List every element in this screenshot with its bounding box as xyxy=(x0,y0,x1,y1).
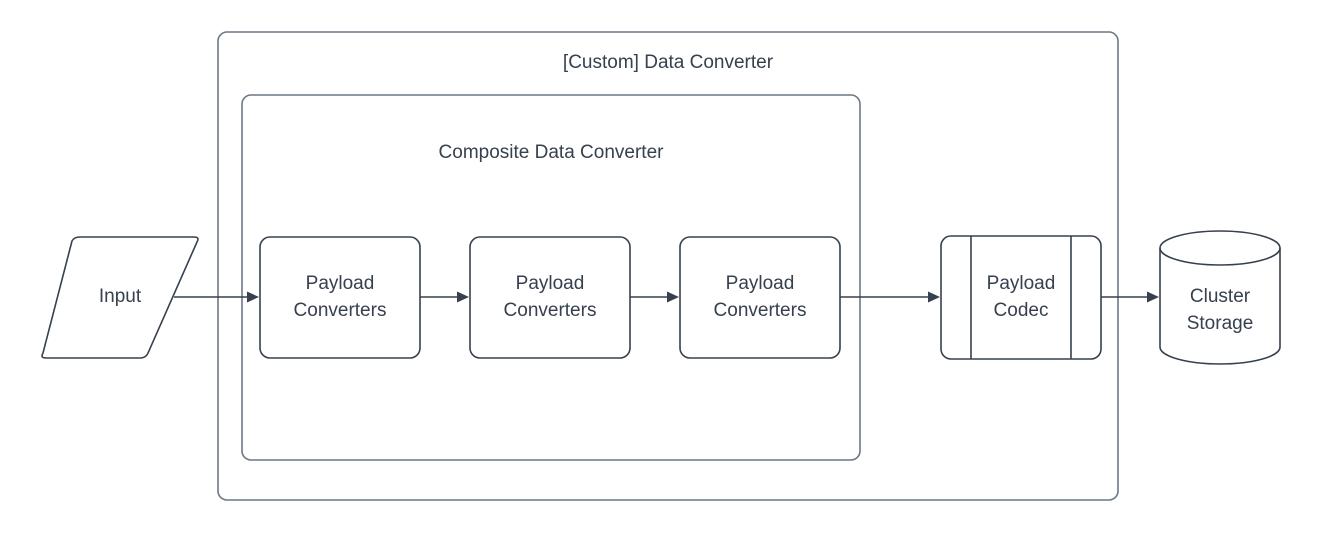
node-payload-converters-2-label-line2: Converters xyxy=(504,300,597,321)
edge-payload-converters-3-to-payload-codec[interactable] xyxy=(840,291,940,303)
node-payload-converters-3-label-line2: Converters xyxy=(714,300,807,321)
node-payload-converters-3[interactable]: Payload Converters xyxy=(679,236,841,359)
node-payload-converters-1-shape xyxy=(259,236,421,359)
edge-input-to-payload-converters-1[interactable] xyxy=(174,291,259,303)
container-composite-data-converter-border xyxy=(241,94,861,461)
edge-input-to-payload-converters-1-arrowhead xyxy=(247,291,259,303)
edge-payload-converters-1-to-2[interactable] xyxy=(420,291,469,303)
node-input[interactable]: Input xyxy=(41,236,199,359)
edge-payload-converters-3-to-payload-codec-arrowhead xyxy=(928,291,940,303)
node-payload-converters-1-label-line2: Converters xyxy=(294,300,387,321)
edge-payload-converters-1-to-2-arrowhead xyxy=(457,291,469,303)
edge-payload-converters-2-to-3-arrowhead xyxy=(667,291,679,303)
node-payload-codec-label-line1: Payload xyxy=(987,273,1056,294)
node-cluster-storage-label-line2: Storage xyxy=(1187,313,1254,334)
node-cluster-storage-body xyxy=(1159,230,1281,365)
node-payload-converters-3-label-line1: Payload xyxy=(726,273,795,294)
edge-payload-codec-to-cluster-storage-arrowhead xyxy=(1147,291,1159,303)
node-payload-converters-2-label-line1: Payload xyxy=(516,273,585,294)
node-payload-converters-2[interactable]: Payload Converters xyxy=(469,236,631,359)
node-payload-codec-label-line2: Codec xyxy=(994,300,1049,321)
container-custom-data-converter[interactable]: [Custom] Data Converter xyxy=(217,31,1119,501)
edge-payload-codec-to-cluster-storage[interactable] xyxy=(1101,291,1159,303)
container-composite-data-converter-label: Composite Data Converter xyxy=(439,142,665,163)
edge-payload-converters-2-to-3[interactable] xyxy=(630,291,679,303)
node-input-shape xyxy=(41,236,199,359)
node-input-label: Input xyxy=(99,286,142,307)
node-payload-converters-2-shape xyxy=(469,236,631,359)
container-custom-data-converter-label: [Custom] Data Converter xyxy=(563,52,774,73)
node-payload-converters-1-label-line1: Payload xyxy=(306,273,375,294)
node-cluster-storage[interactable]: Cluster Storage xyxy=(1159,230,1281,365)
node-payload-converters-3-shape xyxy=(679,236,841,359)
container-custom-data-converter-border xyxy=(217,31,1119,501)
node-cluster-storage-top-ellipse xyxy=(1159,247,1281,266)
node-payload-codec-shape xyxy=(940,235,1102,360)
container-composite-data-converter[interactable]: Composite Data Converter xyxy=(241,94,861,461)
node-cluster-storage-label-line1: Cluster xyxy=(1190,286,1251,307)
node-payload-codec[interactable]: Payload Codec xyxy=(940,235,1102,360)
node-payload-converters-1[interactable]: Payload Converters xyxy=(259,236,421,359)
